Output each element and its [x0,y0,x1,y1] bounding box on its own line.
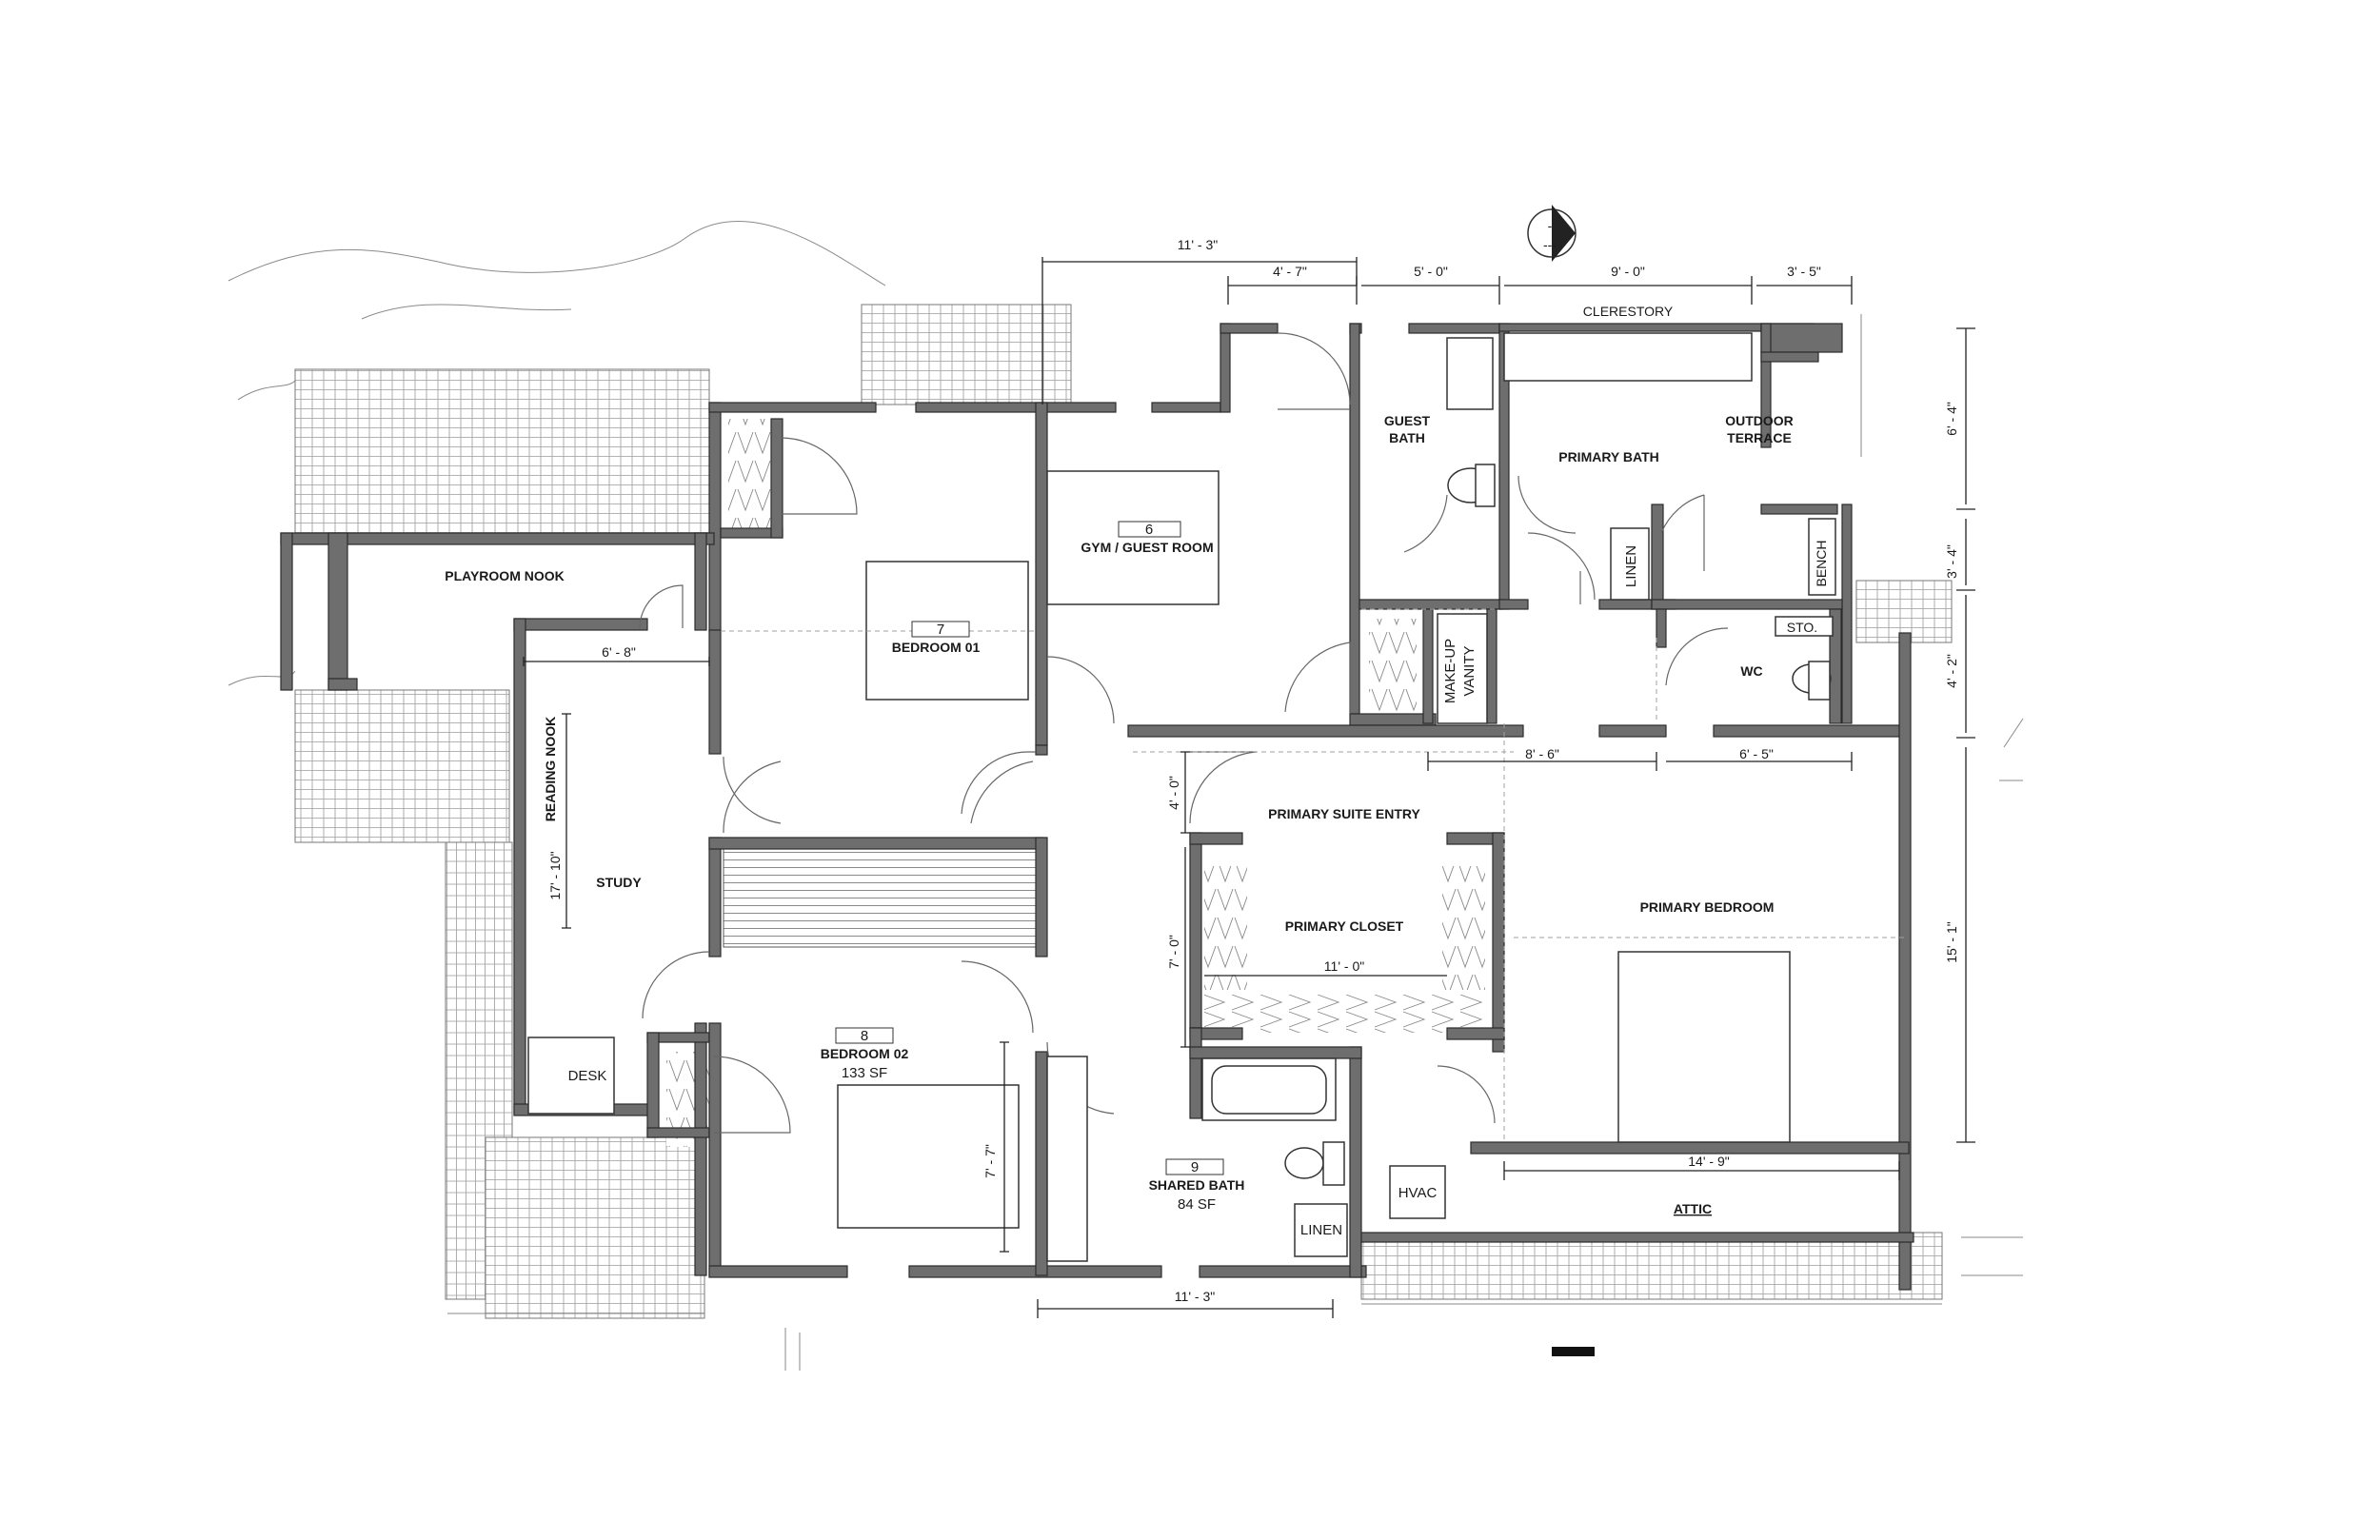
dim-attic-width: 14' - 9" [1688,1154,1729,1169]
label-primary-bedroom: PRIMARY BEDROOM [1640,899,1775,915]
gym-tag [1118,521,1181,538]
bedroom01-tag [911,621,970,638]
dim-top-a: 4' - 7" [1273,264,1307,279]
north-arrow: - --- [1527,205,1577,262]
shared-bath-tag [1165,1158,1224,1175]
label-gym-guest-room: GYM / GUEST ROOM [1081,540,1213,555]
dimension-lines [523,257,1975,1318]
label-sto: STO. [1787,620,1817,635]
dim-top-overall: 11' - 3" [1178,237,1218,252]
label-makeup-2: VANITY [1461,645,1478,696]
dim-right-d: 15' - 1" [1944,921,1959,962]
label-guest-bath-2: BATH [1389,430,1425,445]
doors [639,332,1729,1134]
label-makeup-1: MAKE-UP [1442,639,1458,703]
label-reading-nook: READING NOOK [543,717,558,821]
label-bedroom02-area: 133 SF [842,1065,887,1081]
dim-closet-width: 11' - 0" [1324,958,1364,974]
label-bench: BENCH [1814,540,1829,586]
bedroom02-number: 8 [861,1028,868,1044]
dim-top-c: 9' - 0" [1611,264,1645,279]
dim-top-d: 3' - 5" [1787,264,1821,279]
label-desk: DESK [568,1068,607,1084]
label-hvac: HVAC [1398,1185,1438,1201]
dim-right-a: 6' - 4" [1944,402,1959,436]
roof-hatches [280,304,1953,1319]
label-clerestory: CLERESTORY [1583,304,1674,319]
dim-bottom: 11' - 3" [1175,1289,1215,1304]
site-context [228,221,2024,1371]
label-primary-closet: PRIMARY CLOSET [1285,918,1404,934]
label-wc: WC [1740,663,1762,679]
dashed-lines [721,608,1904,1142]
fixtures [527,332,1836,1262]
label-shared-bath-area: 84 SF [1178,1196,1216,1213]
dim-playroom-width: 6' - 8" [602,644,636,660]
dim-reading-length: 17' - 10" [547,851,563,899]
dim-top-b: 5' - 0" [1414,264,1448,279]
north-arrow-top: - [1548,218,1553,233]
label-guest-bath-1: GUEST [1384,413,1431,428]
walls [280,323,1914,1291]
gym-number: 6 [1145,522,1153,538]
bedroom02-tag [835,1027,894,1044]
north-arrow-bottom: --- [1543,237,1557,252]
stair [723,848,1039,948]
dim-mid-a: 8' - 6" [1525,746,1559,761]
dim-entry-height: 4' - 0" [1166,776,1181,810]
dim-closet-height: 7' - 0" [1166,935,1181,969]
shared-bath-number: 9 [1191,1159,1199,1175]
label-bedroom-02: BEDROOM 02 [821,1046,909,1061]
label-primary-bath: PRIMARY BATH [1558,449,1659,464]
label-outdoor-1: OUTDOOR [1725,413,1794,428]
label-playroom-nook: PLAYROOM NOOK [445,568,565,583]
label-attic: ATTIC [1674,1201,1712,1216]
dim-bedroom02-height: 7' - 7" [982,1144,998,1178]
label-linen-upper: LINEN [1623,545,1639,587]
label-shared-bath: SHARED BATH [1149,1177,1245,1193]
label-outdoor-2: TERRACE [1727,430,1792,445]
label-primary-suite-entry: PRIMARY SUITE ENTRY [1268,806,1420,821]
scale-bar [1552,1347,1595,1356]
dim-right-b: 3' - 4" [1944,544,1959,579]
label-linen-lower: LINEN [1300,1222,1342,1238]
dim-mid-b: 6' - 5" [1739,746,1774,761]
dim-right-c: 4' - 2" [1944,654,1959,688]
bedroom01-number: 7 [937,622,944,638]
label-bedroom-01: BEDROOM 01 [892,640,981,655]
dimension-labels: 11' - 3" 4' - 7" 5' - 0" 9' - 0" 3' - 5"… [547,237,1959,1304]
label-study: STUDY [596,875,642,890]
room-labels: PLAYROOM NOOK READING NOOK STUDY DESK 7 … [445,304,1829,1238]
